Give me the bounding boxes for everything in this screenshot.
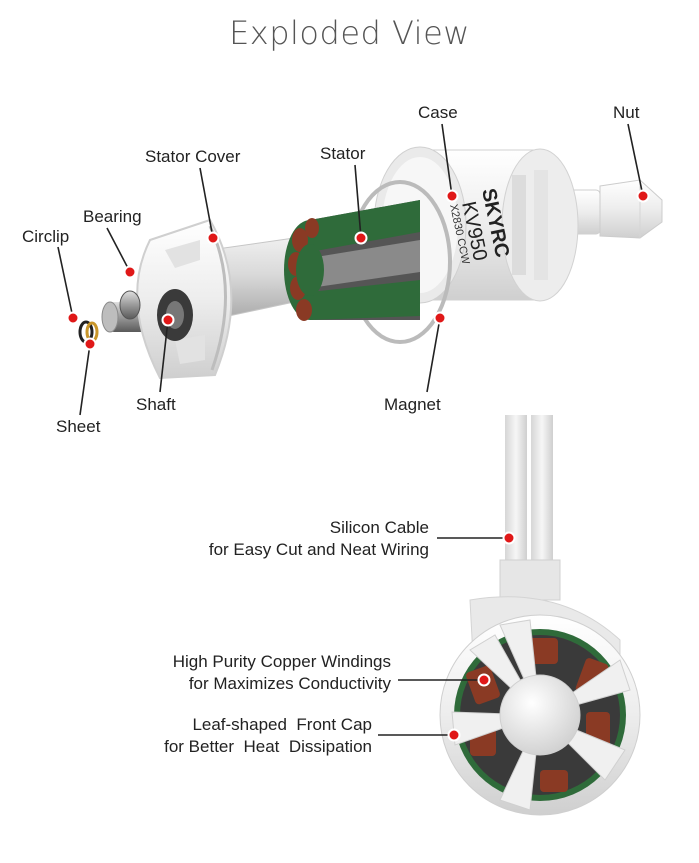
label-nut: Nut — [613, 103, 640, 122]
bearing-part — [119, 290, 141, 320]
marker-magnet — [433, 311, 447, 325]
label-stator-cover: Stator Cover — [145, 147, 241, 166]
page-title: Exploded View — [229, 14, 470, 52]
cable-1 — [505, 415, 527, 575]
marker-sheet — [83, 337, 97, 351]
label-shaft: Shaft — [136, 395, 176, 414]
stator-cover-part — [136, 218, 233, 380]
nut-part — [569, 179, 663, 239]
label-sheet: Sheet — [56, 417, 101, 436]
label-circlip: Circlip — [22, 227, 70, 246]
marker-front-cap — [447, 728, 461, 742]
label-case: Case — [418, 103, 458, 122]
label-cable-line1: Silicon Cable — [329, 518, 429, 537]
marker-bearing — [123, 265, 137, 279]
label-cable-line2: for Easy Cut and Neat Wiring — [208, 540, 429, 559]
label-stator: Stator — [320, 144, 366, 163]
label-cap-line2: for Better Heat Dissipation — [164, 737, 372, 756]
stator-part — [284, 200, 420, 321]
marker-stator — [354, 231, 368, 245]
label-bearing: Bearing — [83, 207, 142, 226]
front-cap — [499, 674, 581, 756]
markers — [66, 189, 650, 742]
marker-circlip — [66, 311, 80, 325]
marker-stator-cover — [206, 231, 220, 245]
marker-case — [445, 189, 459, 203]
label-copper-line2: for Maximizes Conductivity — [188, 674, 391, 693]
marker-shaft — [161, 313, 175, 327]
label-magnet: Magnet — [384, 395, 441, 414]
marker-cable — [502, 531, 516, 545]
marker-copper — [477, 673, 491, 687]
assembled-motor — [439, 415, 641, 816]
label-cap-line1: Leaf-shaped Front Cap — [192, 715, 372, 734]
marker-nut — [636, 189, 650, 203]
label-copper-line1: High Purity Copper Windings — [172, 652, 391, 671]
cable-2 — [531, 415, 553, 575]
leader-lines — [57, 123, 644, 736]
